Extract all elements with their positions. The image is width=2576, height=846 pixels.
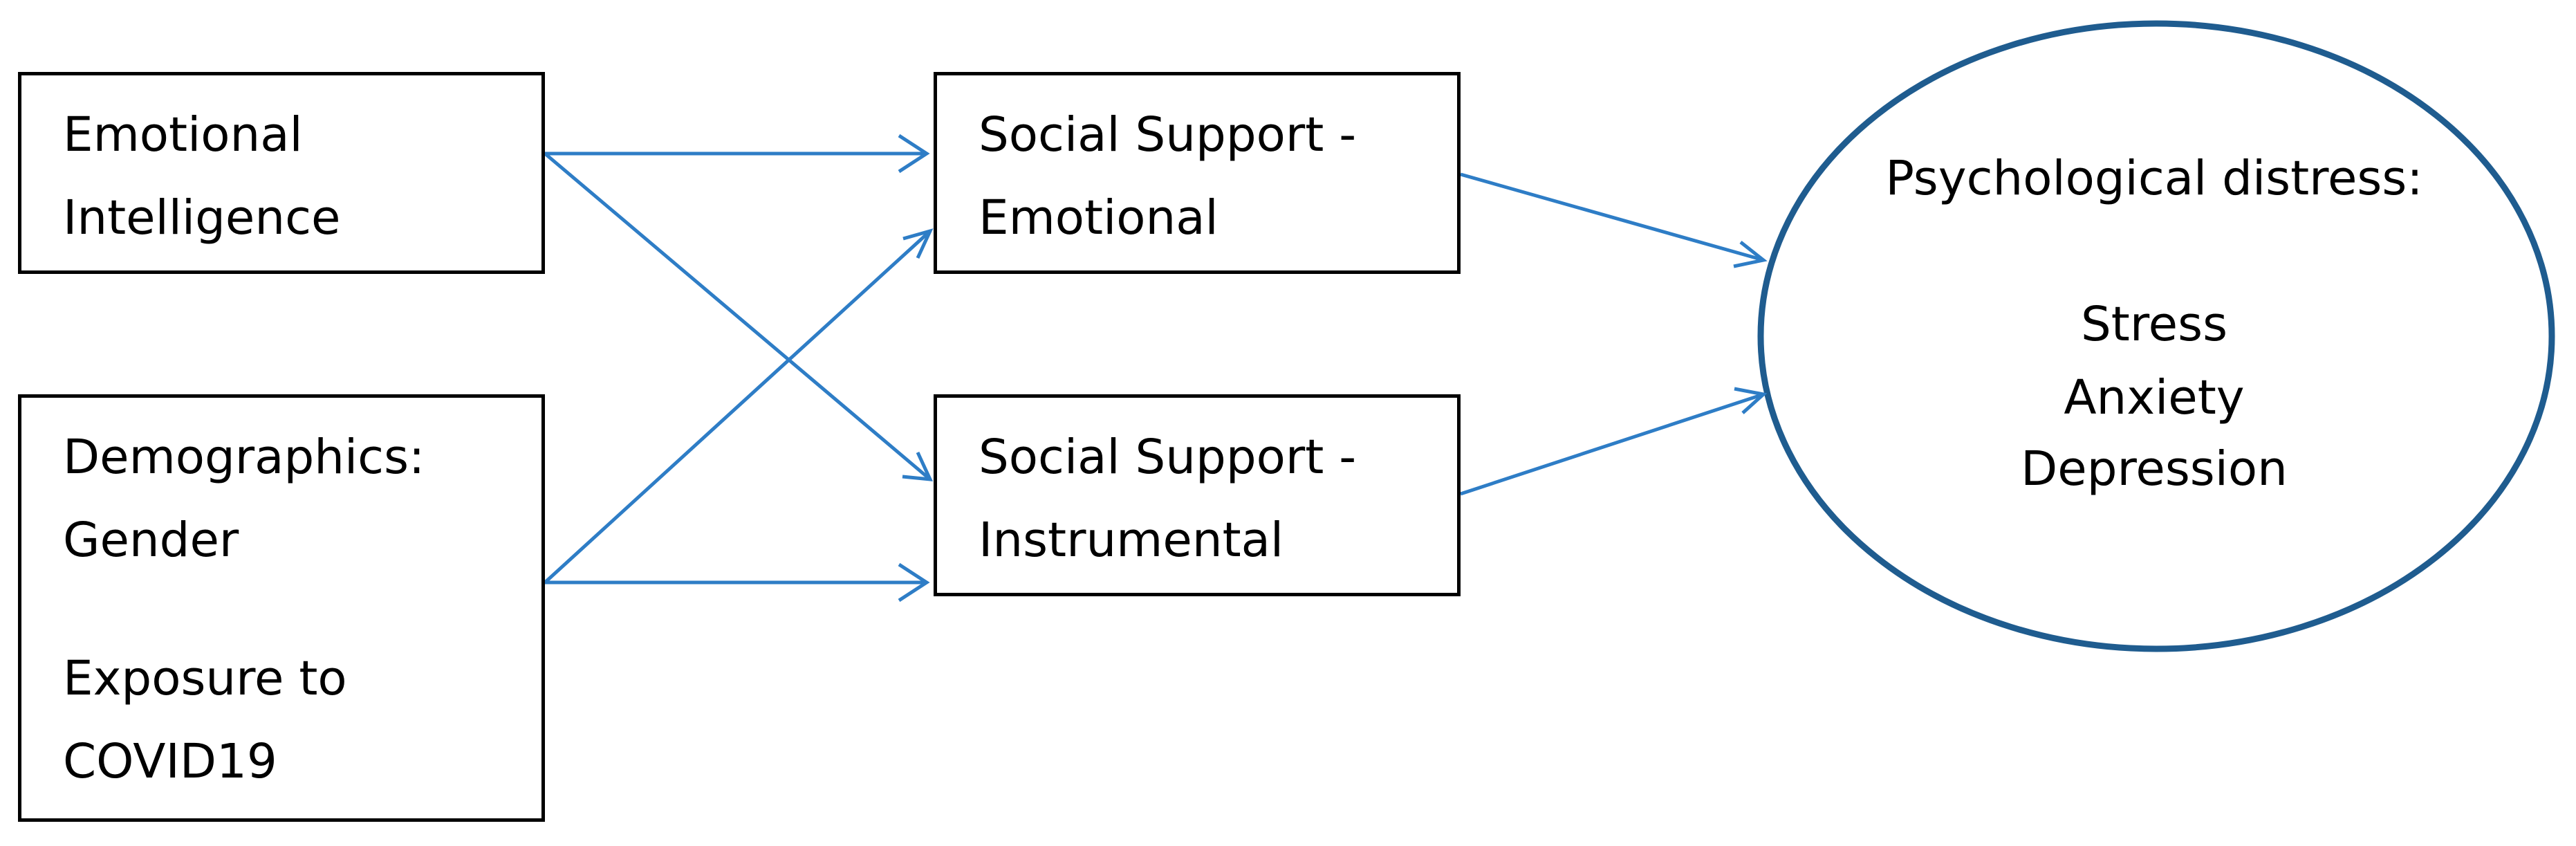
demographics-label-line3: Exposure to [63, 651, 347, 706]
demographics-label-line4: COVID19 [63, 734, 277, 789]
social-support-instrumental-label-line1: Social Support - [979, 430, 1357, 485]
arrowhead-sse-to-distress [1733, 241, 1768, 268]
social-support-instrumental-label-line2: Instrumental [979, 513, 1284, 568]
arrowhead-demo-to-ssi [898, 562, 930, 603]
arrow-ssi-to-distress [1460, 392, 1764, 496]
arrowhead-ssi-to-distress [1734, 387, 1768, 414]
arrowhead-ei-to-sse [898, 134, 930, 174]
psychological-distress-ellipse [1757, 20, 2555, 652]
emotional-intelligence-label-line2: Intelligence [63, 190, 341, 246]
arrow-ei-to-ssi [544, 152, 932, 481]
psychological-distress-item-anxiety: Anxiety [2064, 370, 2245, 425]
demographics-box: Demographics: Gender Exposure to COVID19 [18, 394, 545, 822]
psychological-distress-item-depression: Depression [2021, 441, 2288, 497]
social-support-emotional-box: Social Support - Emotional [934, 72, 1461, 274]
arrowhead-demo-to-sse [902, 228, 934, 259]
emotional-intelligence-label-line1: Emotional [63, 107, 303, 163]
arrow-sse-to-distress [1460, 172, 1764, 262]
emotional-intelligence-box: Emotional Intelligence [18, 72, 545, 274]
psychological-distress-title: Psychological distress: [1885, 151, 2423, 206]
demographics-label-line2: Gender [63, 513, 239, 568]
social-support-instrumental-box: Social Support - Instrumental [934, 394, 1461, 596]
arrows [544, 134, 1768, 603]
social-support-emotional-label-line1: Social Support - [979, 107, 1357, 163]
demographics-label-line1: Demographics: [63, 430, 425, 485]
arrow-demo-to-sse [544, 230, 932, 584]
psychological-distress-item-stress: Stress [2080, 297, 2228, 352]
social-support-emotional-label-line2: Emotional [979, 190, 1218, 246]
arrowhead-ei-to-ssi [902, 451, 934, 481]
